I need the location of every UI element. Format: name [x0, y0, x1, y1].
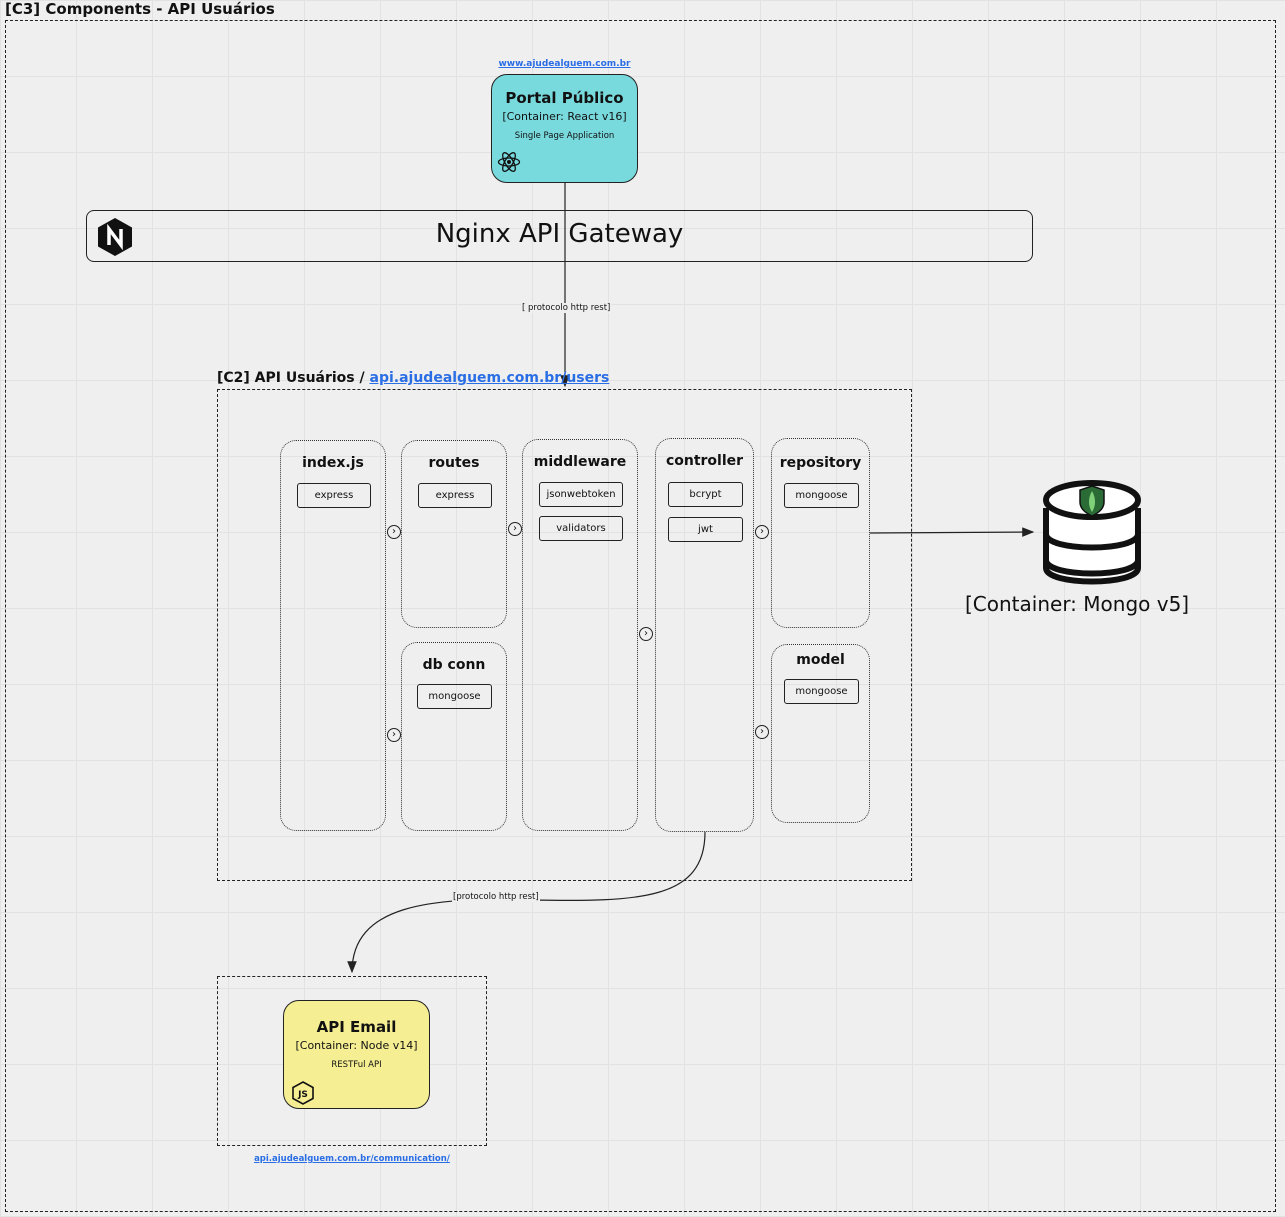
c3-frame-border — [5, 20, 1276, 1212]
lib-jwt: jwt — [668, 517, 743, 542]
portal-container: [Container: React v16] — [502, 110, 627, 123]
nginx-icon — [98, 218, 132, 256]
chevron-right-icon: › — [755, 525, 769, 539]
mongodb-database-icon[interactable] — [1040, 476, 1144, 588]
component-title: db conn — [422, 657, 486, 673]
chevron-right-icon: › — [639, 627, 653, 641]
component-model[interactable]: model mongoose — [771, 644, 870, 823]
email-edge-label: [protocolo http rest] — [452, 892, 540, 902]
nodejs-icon: JS — [292, 1081, 314, 1105]
svg-text:JS: JS — [297, 1090, 308, 1100]
component-title: middleware — [533, 454, 627, 470]
component-title: index.js — [302, 455, 364, 471]
gateway-label: Nginx API Gateway — [435, 219, 684, 249]
portal-publico-node[interactable]: Portal Público [Container: React v16] Si… — [491, 74, 638, 183]
lib-bcrypt: bcrypt — [668, 482, 743, 507]
chevron-right-icon: › — [387, 728, 401, 742]
chevron-right-icon: › — [508, 522, 522, 536]
portal-url-link[interactable]: www.ajudealguem.com.br — [498, 59, 631, 69]
repository-to-mongo-connector — [869, 527, 1035, 537]
email-description: RESTFul API — [331, 1060, 382, 1070]
nginx-gateway-node[interactable]: Nginx API Gateway — [86, 210, 1033, 262]
mongo-container-label: [Container: Mongo v5] — [965, 592, 1190, 616]
portal-description: Single Page Application — [514, 131, 615, 141]
component-repository[interactable]: repository mongoose — [771, 438, 870, 628]
lib-express: express — [297, 483, 371, 508]
email-url-link[interactable]: api.ajudealguem.com.br/communication/ — [254, 1154, 450, 1164]
email-title: API Email — [316, 1018, 397, 1036]
component-db-conn[interactable]: db conn mongoose — [401, 642, 507, 831]
component-title: model — [796, 652, 845, 668]
component-title: routes — [428, 455, 480, 471]
email-container: [Container: Node v14] — [295, 1039, 418, 1052]
lib-mongoose: mongoose — [784, 483, 859, 508]
lib-jsonwebtoken: jsonwebtoken — [539, 482, 623, 507]
lib-mongoose: mongoose — [784, 679, 859, 704]
api-email-boundary — [217, 976, 487, 1146]
api-usuarios-title-prefix: [C2] API Usuários / — [217, 370, 365, 386]
api-usuarios-title: [C2] API Usuários / api.ajudealguem.com.… — [217, 370, 609, 386]
portal-title: Portal Público — [505, 89, 624, 107]
component-title: repository — [779, 455, 862, 471]
lib-validators: validators — [539, 516, 623, 541]
component-title: controller — [665, 453, 744, 469]
lib-express: express — [418, 483, 492, 508]
component-middleware[interactable]: middleware jsonwebtoken validators — [522, 439, 638, 831]
component-routes[interactable]: routes express — [401, 440, 507, 628]
chevron-right-icon: › — [755, 725, 769, 739]
component-index-js[interactable]: index.js express — [280, 440, 386, 831]
react-icon — [497, 152, 521, 172]
api-usuarios-url-link[interactable]: api.ajudealguem.com.br/users — [369, 370, 610, 386]
api-email-node[interactable]: API Email [Container: Node v14] RESTFul … — [283, 1000, 430, 1109]
lib-mongoose: mongoose — [417, 684, 492, 709]
api-usuarios-boundary — [217, 389, 912, 881]
chevron-right-icon: › — [387, 525, 401, 539]
component-controller[interactable]: controller bcrypt jwt — [655, 438, 754, 832]
frame-title: [C3] Components - API Usuários — [5, 0, 275, 18]
gateway-edge-label: [ protocolo http rest] — [521, 303, 612, 313]
